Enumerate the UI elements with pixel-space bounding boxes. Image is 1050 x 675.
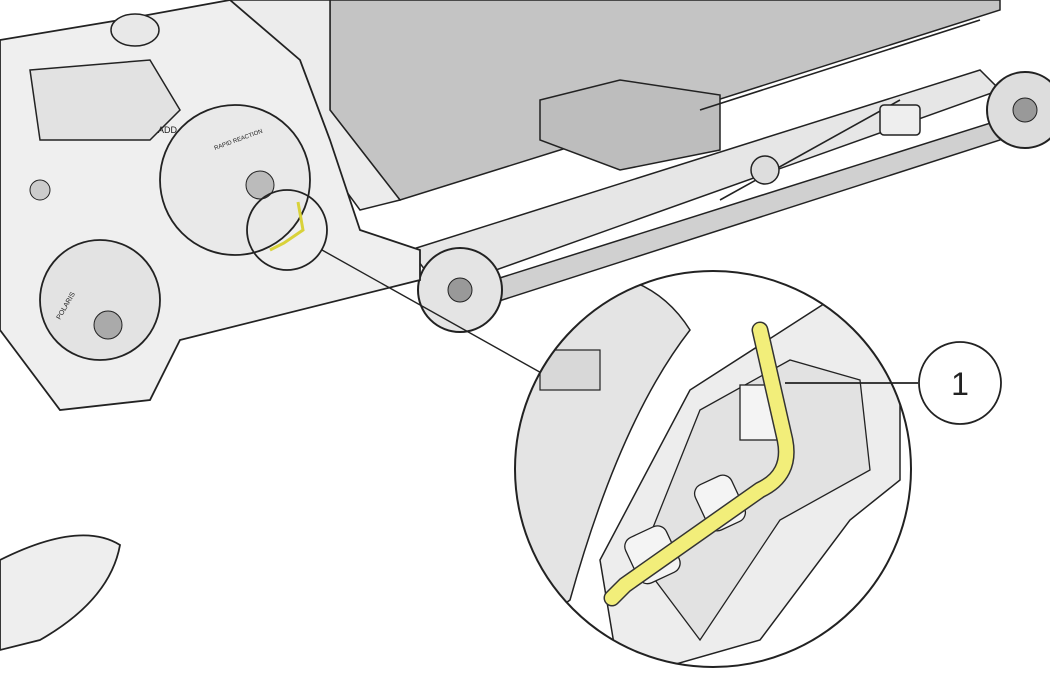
leader-line <box>321 249 546 376</box>
rear-wheel <box>986 71 1050 149</box>
tank-label: ADD <box>158 125 178 135</box>
magnified-view <box>514 270 912 668</box>
pin <box>603 321 795 607</box>
idler-wheel <box>417 104 921 333</box>
clutch <box>159 104 311 256</box>
pin-small <box>269 201 305 252</box>
callout-circle <box>918 341 1002 425</box>
ski <box>0 534 121 651</box>
callout-number: 1 <box>951 366 969 402</box>
detail-marker-circle <box>246 189 328 271</box>
engine-body: ADD RAPID REACTION POLARIS <box>0 0 421 411</box>
